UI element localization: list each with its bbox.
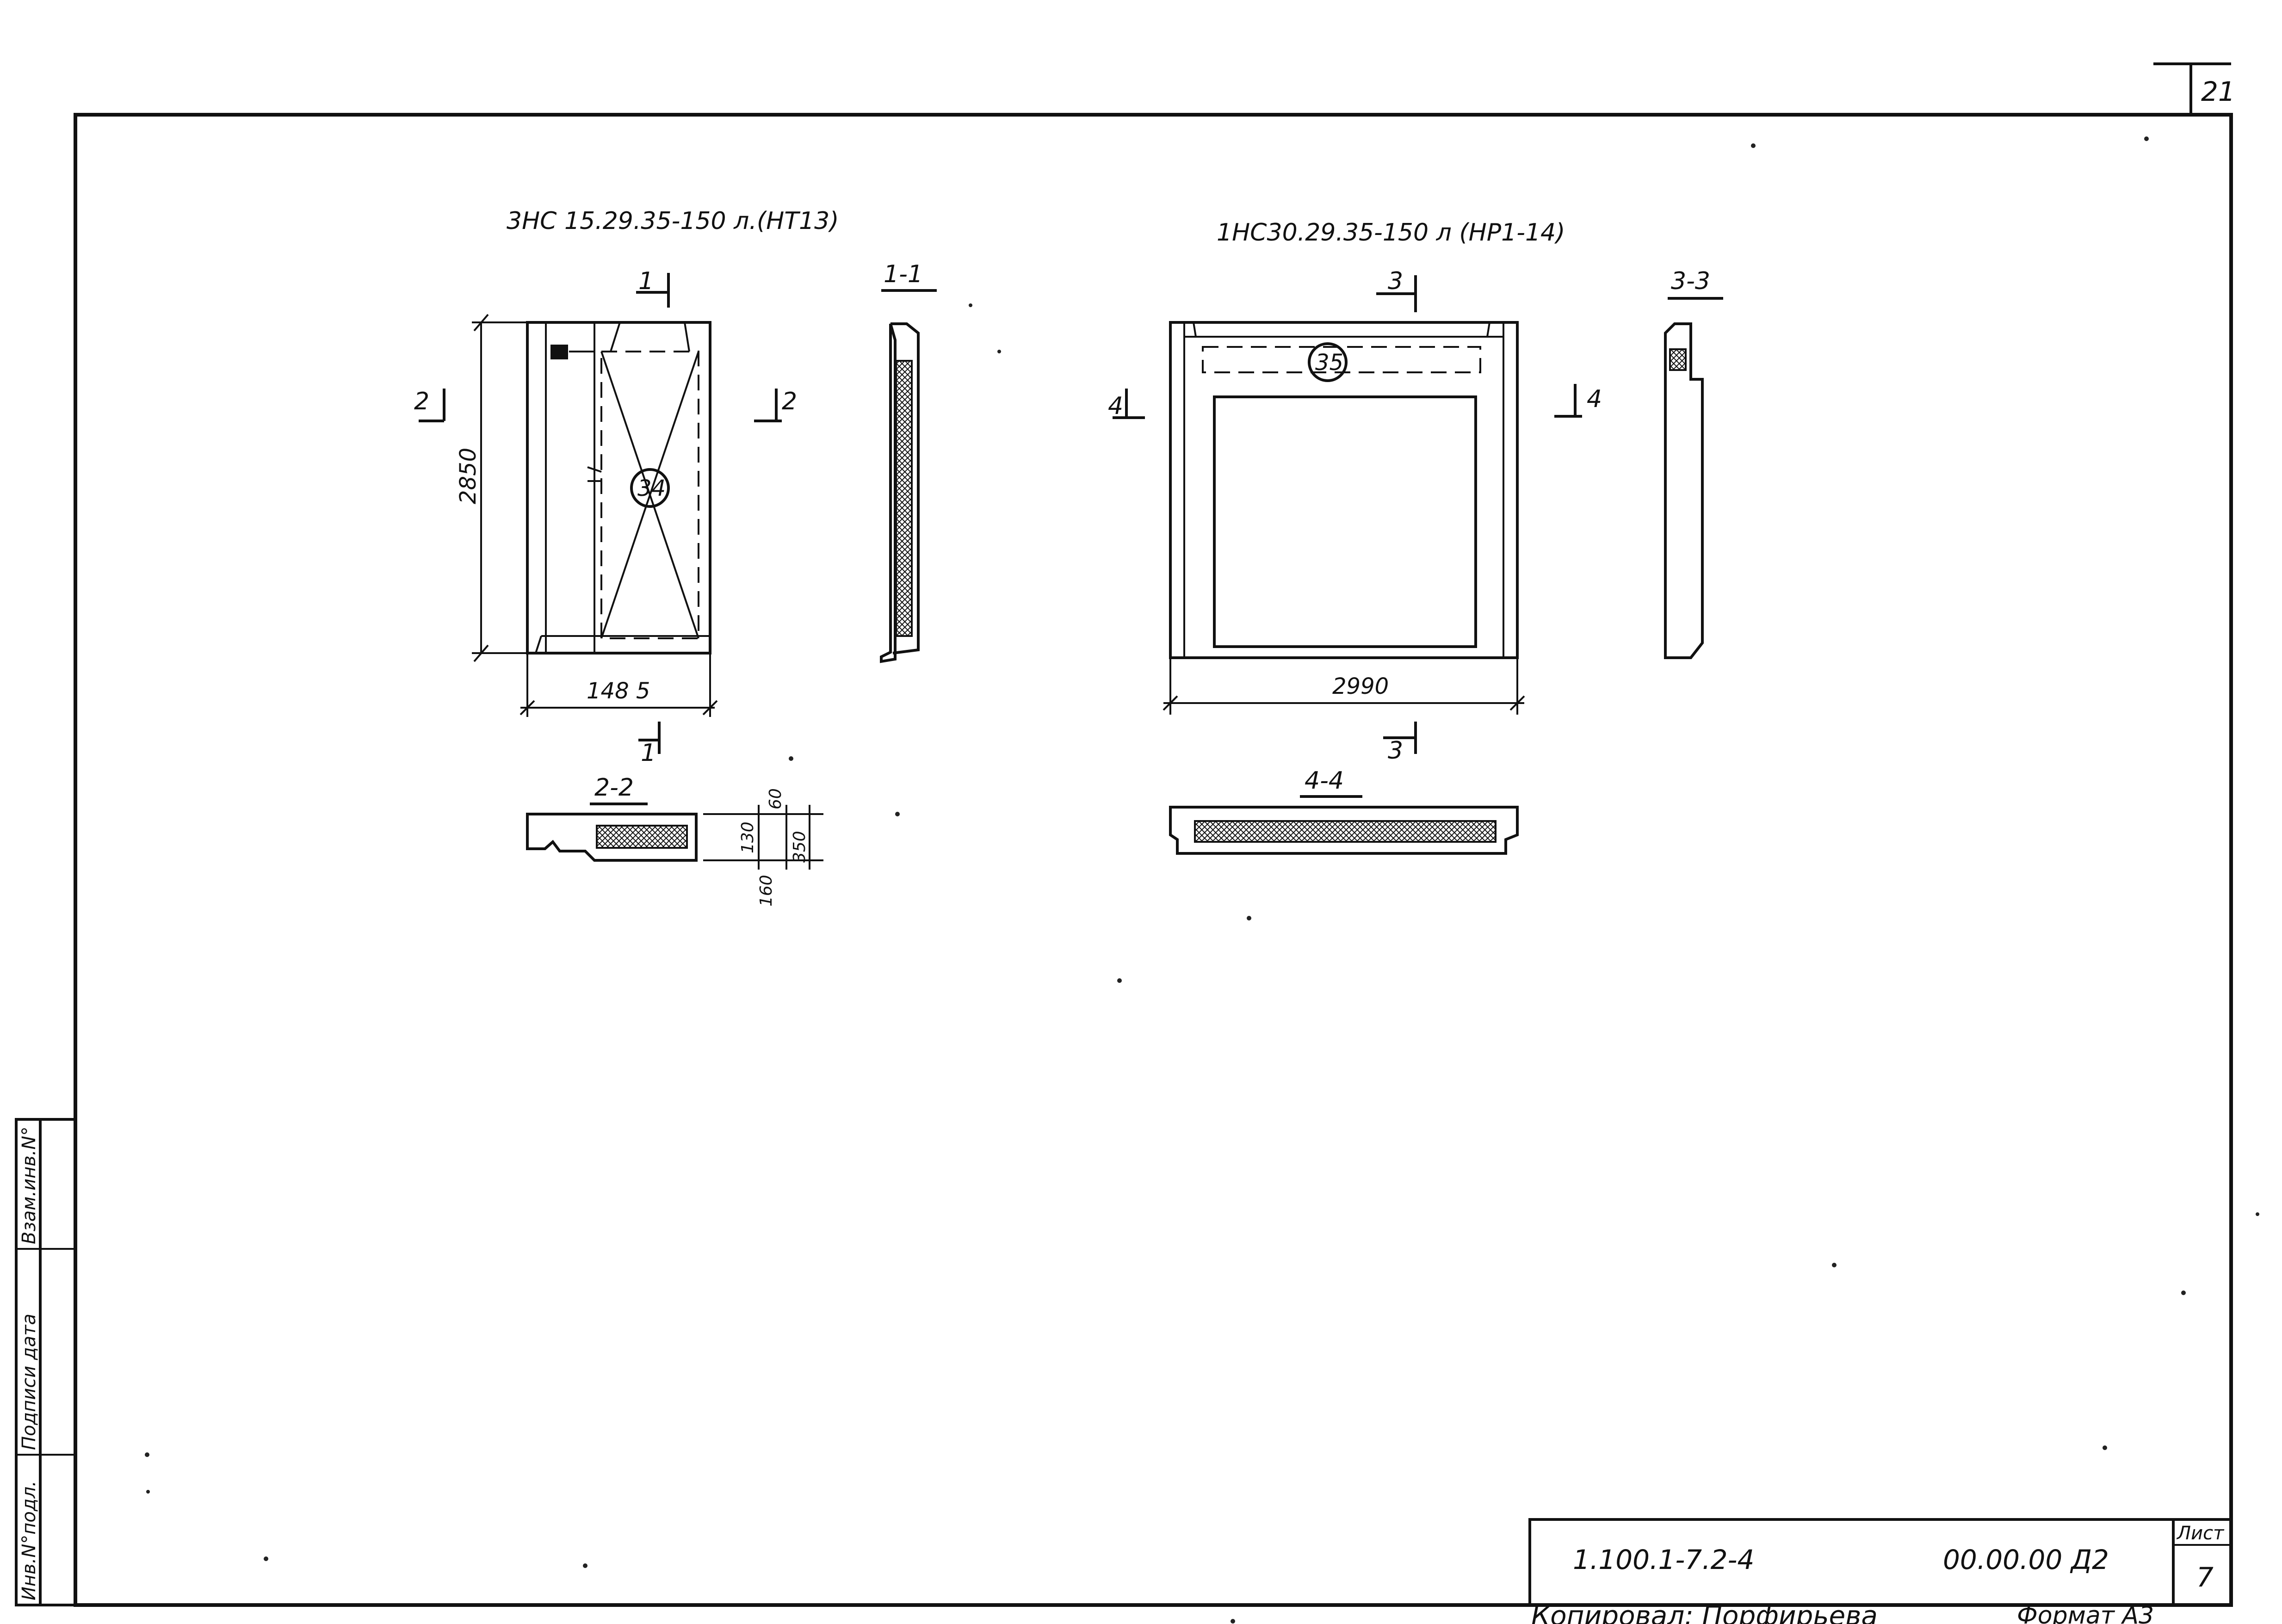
section-3-3: 3-3 — [1664, 267, 1723, 659]
section-2-2-label: 2-2 — [594, 774, 634, 802]
cut-1-top: 1 — [638, 267, 654, 295]
stamp-vzam-inv: Взам.инв.N° — [19, 1127, 40, 1244]
s22-dim-350: 350 — [790, 831, 809, 863]
sheet-frame: 21 — [74, 62, 2235, 1607]
section-4-4: 4-4 — [1169, 767, 1519, 855]
stamp-inv-podl: Инв.N°подл. — [19, 1481, 40, 1600]
element-right: 1НС30.29.35-150 л (НР1-14) 35 2990 3 3 4… — [1108, 219, 1602, 765]
section-3-3-label: 3-3 — [1671, 267, 1710, 295]
cut-2-right: 2 — [782, 388, 797, 415]
format-label: Формат А3 — [2017, 1602, 2154, 1624]
cut-3-top: 3 — [1388, 267, 1403, 295]
section-2-2: 2-2 60 130 160 350 — [526, 774, 823, 907]
section-1-1-label: 1-1 — [884, 260, 923, 288]
cut-4-right: 4 — [1587, 385, 1602, 413]
element-left-title: 3НС 15.29.35-150 л.(НТ13) — [507, 207, 839, 235]
section-1-1: 1-1 — [880, 260, 937, 663]
part-code: 00.00.00 Д2 — [1943, 1544, 2109, 1575]
section-4-4-label: 4-4 — [1305, 767, 1344, 795]
anchor-block — [550, 345, 568, 359]
element-left: 3НС 15.29.35-150 л.(НТ13) 34 2850 1 — [414, 207, 839, 767]
mark-circle-35 — [1308, 342, 1348, 382]
copied-by: Копировал: Порфирьева — [1531, 1600, 1878, 1624]
side-stamp: Взам.инв.N° Подписи дата Инв.N°подл. — [15, 1118, 77, 1606]
left-height-dim: 2850 — [455, 448, 481, 504]
element-right-title: 1НС30.29.35-150 л (НР1-14) — [1217, 219, 1565, 247]
cut-3-bottom: 3 — [1388, 737, 1403, 765]
mark-34: 34 — [637, 475, 666, 501]
s22-dim-60: 60 — [766, 788, 785, 809]
cut-2-left: 2 — [414, 388, 429, 415]
stamp-podpis-data: Подписи дата — [19, 1314, 40, 1450]
mark-circle-34 — [630, 468, 670, 508]
list-number: 7 — [2196, 1562, 2214, 1593]
left-width-dim: 148 5 — [587, 678, 650, 704]
cut-1-bottom: 1 — [641, 739, 656, 767]
s22-dim-130: 130 — [738, 821, 757, 853]
title-block: 1.100.1-7.2-4 00.00.00 Д2 Лист 7 — [1528, 1518, 2233, 1606]
mark-35: 35 — [1315, 350, 1343, 376]
section-3-3-insulation — [1669, 348, 1687, 371]
s22-dim-160: 160 — [757, 875, 776, 907]
right-width-dim: 2990 — [1332, 673, 1389, 699]
list-label: Лист — [2176, 1523, 2225, 1544]
doc-code: 1.100.1-7.2-4 — [1573, 1544, 1754, 1575]
scan-specks — [145, 136, 2259, 1624]
section-4-4-insulation — [1194, 820, 1497, 843]
sheet-corner-number: 21 — [2201, 76, 2235, 107]
section-2-2-insulation — [596, 825, 688, 849]
cut-4-left: 4 — [1108, 392, 1123, 420]
section-1-1-insulation — [895, 360, 913, 637]
